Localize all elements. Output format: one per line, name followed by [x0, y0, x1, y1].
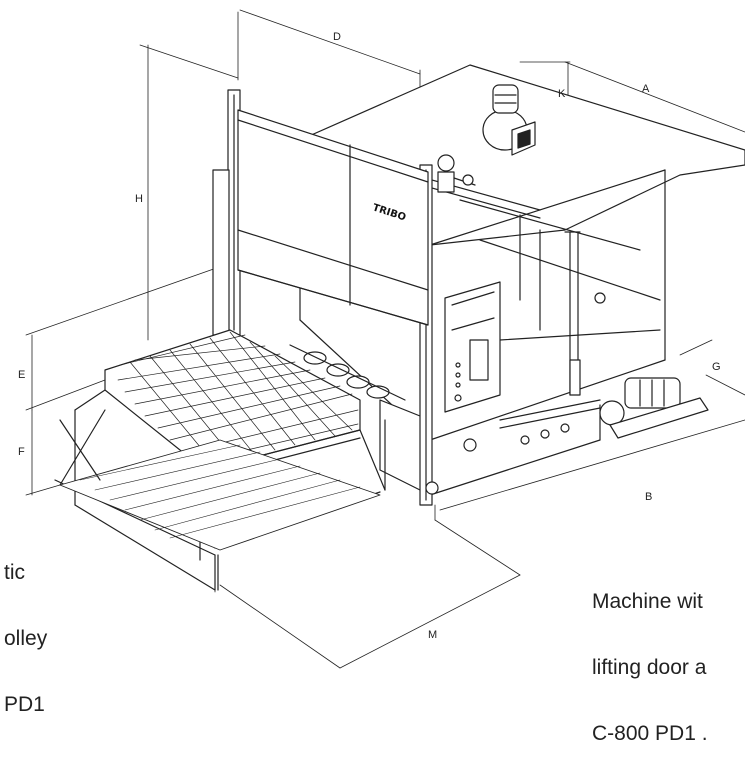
trolley-caption-line-3: PD1: [4, 693, 45, 716]
trolley: [54, 329, 386, 591]
dimension-label-e: E: [18, 369, 25, 381]
dimension-label-h: H: [135, 193, 143, 205]
exhaust-fan: [482, 84, 536, 156]
valve-assembly: [437, 154, 476, 193]
machine-caption-line-2: lifting door a: [592, 656, 707, 679]
pump-unit: [425, 231, 709, 495]
dimension-label-k: K: [558, 88, 566, 100]
trolley-caption: tic olley PD1: [4, 518, 47, 738]
dimension-label-f: F: [18, 446, 25, 458]
machine-drawing: TRIBO: [18, 9, 745, 669]
lifting-door: [212, 89, 433, 506]
machine-caption-line-3: C-800 PD1 .: [592, 722, 708, 745]
dimension-label-m: M: [428, 629, 437, 641]
dimension-label-b: B: [645, 491, 652, 503]
dimension-label-d: D: [333, 31, 341, 43]
machine-caption-line-1: Machine wit: [592, 590, 703, 613]
machine-caption: Machine wit lifting door a C-800 PD1 .: [592, 547, 708, 767]
dimension-lines: [25, 9, 745, 669]
trolley-caption-line-1: tic: [4, 561, 25, 584]
dimension-label-g: G: [712, 361, 721, 373]
spray-nozzles: [289, 344, 406, 401]
control-panel: [444, 281, 501, 413]
trolley-caption-line-2: olley: [4, 627, 48, 650]
dimension-label-a: A: [642, 83, 650, 95]
